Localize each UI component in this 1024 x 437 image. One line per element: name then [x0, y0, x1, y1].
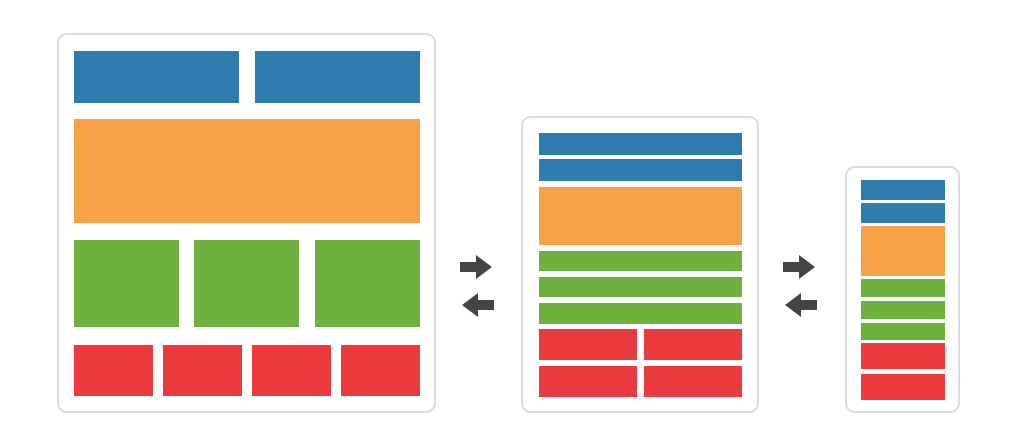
desktop-layout-frame — [57, 33, 436, 413]
tablet-content-block — [539, 303, 742, 324]
desktop-footer-block — [163, 345, 242, 396]
mobile-content-block — [861, 279, 945, 297]
tablet-content-block — [539, 277, 742, 297]
desktop-content-block — [74, 240, 179, 327]
tablet-header-block — [539, 133, 742, 155]
tablet-content-block — [539, 251, 742, 271]
desktop-header-block — [255, 51, 420, 103]
mobile-header-block — [861, 180, 945, 200]
arrow-right-icon — [460, 255, 492, 279]
tablet-footer-block — [644, 329, 742, 360]
arrow-left-icon — [462, 293, 494, 317]
desktop-header-block — [74, 51, 239, 103]
tablet-header-block — [539, 159, 742, 181]
desktop-content-block — [315, 240, 420, 327]
tablet-layout-frame — [521, 116, 759, 413]
tablet-footer-block — [644, 366, 742, 397]
mobile-content-block — [861, 323, 945, 340]
mobile-header-block — [861, 203, 945, 223]
arrow-left-icon — [785, 293, 817, 317]
desktop-content-block — [194, 240, 299, 327]
desktop-hero-block — [74, 119, 420, 223]
desktop-footer-block — [252, 345, 331, 396]
tablet-footer-block — [539, 329, 637, 360]
mobile-hero-block — [861, 226, 945, 276]
arrow-right-icon — [783, 255, 815, 279]
tablet-hero-block — [539, 187, 742, 245]
mobile-layout-frame — [845, 166, 960, 413]
mobile-footer-block — [861, 343, 945, 369]
mobile-content-block — [861, 301, 945, 319]
mobile-footer-block — [861, 374, 945, 400]
desktop-footer-block — [341, 345, 420, 396]
tablet-footer-block — [539, 366, 637, 397]
desktop-footer-block — [74, 345, 153, 396]
